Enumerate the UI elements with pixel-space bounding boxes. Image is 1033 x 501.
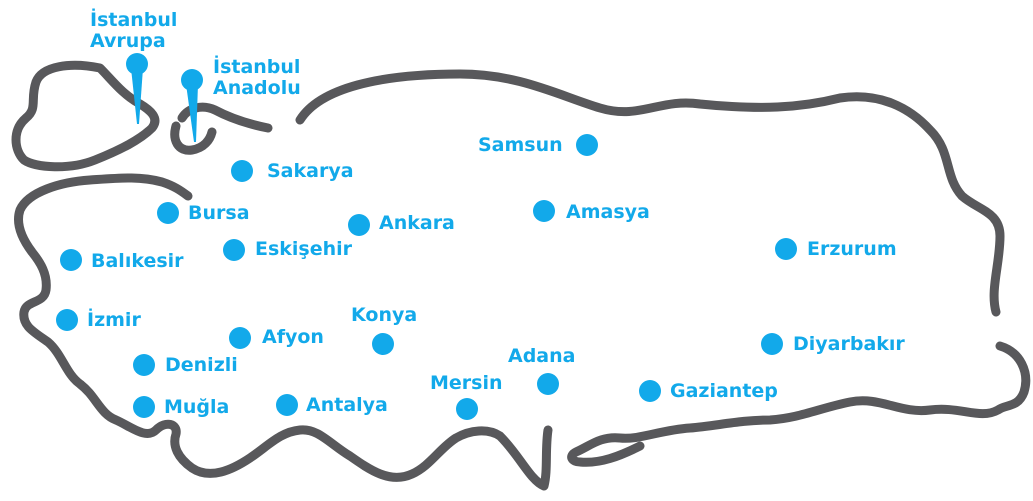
city-dot-antalya[interactable] <box>276 394 298 416</box>
city-label-eskisehir: Eskişehir <box>255 238 353 260</box>
city-label-balikesir: Balıkesir <box>91 250 184 272</box>
pin-label-line1: İstanbul <box>213 56 301 78</box>
city-dot-adana[interactable] <box>537 373 559 395</box>
city-label-erzurum: Erzurum <box>807 238 897 260</box>
city-label-diyarbakir: Diyarbakır <box>793 333 905 355</box>
city-label-ankara: Ankara <box>379 212 455 234</box>
pin-istanbul-avrupa-icon[interactable] <box>126 53 148 124</box>
city-dot-afyon[interactable] <box>229 327 251 349</box>
city-dot-bursa[interactable] <box>157 202 179 224</box>
pin-label-istanbul-anadolu: İstanbul Anadolu <box>213 57 301 99</box>
city-label-bursa: Bursa <box>188 202 250 224</box>
pin-istanbul-anadolu-icon[interactable] <box>181 69 203 142</box>
city-label-konya: Konya <box>351 304 418 326</box>
city-dot-diyarbakir[interactable] <box>761 333 783 355</box>
city-label-gaziantep: Gaziantep <box>670 380 778 402</box>
city-label-denizli: Denizli <box>165 354 238 376</box>
city-dot-mugla[interactable] <box>133 396 155 418</box>
city-dot-samsun[interactable] <box>576 134 598 156</box>
city-dot-balikesir[interactable] <box>60 249 82 271</box>
anatolia-outline <box>14 69 1031 491</box>
pin-label-line1: İstanbul <box>90 9 178 31</box>
pin-label-istanbul-avrupa: İstanbul Avrupa <box>90 10 177 52</box>
city-label-mersin: Mersin <box>430 372 503 394</box>
city-label-samsun: Samsun <box>478 134 563 156</box>
city-dot-denizli[interactable] <box>133 354 155 376</box>
city-dot-amasya[interactable] <box>533 200 555 222</box>
city-dot-ankara[interactable] <box>348 214 370 236</box>
city-dot-gaziantep[interactable] <box>639 380 661 402</box>
city-label-sakarya: Sakarya <box>267 160 354 182</box>
city-dot-konya[interactable] <box>372 333 394 355</box>
city-label-antalya: Antalya <box>306 394 388 416</box>
city-dot-izmir[interactable] <box>56 309 78 331</box>
city-label-amasya: Amasya <box>566 201 650 223</box>
city-dot-eskisehir[interactable] <box>223 239 245 261</box>
city-dot-mersin[interactable] <box>456 398 478 420</box>
city-label-izmir: İzmir <box>87 309 141 331</box>
bosphorus-coast <box>170 121 217 155</box>
city-dot-erzurum[interactable] <box>775 238 797 260</box>
city-label-mugla: Muğla <box>164 396 230 418</box>
thrace-outline <box>11 60 160 172</box>
city-label-adana: Adana <box>508 345 576 367</box>
city-label-afyon: Afyon <box>262 326 324 348</box>
city-dot-sakarya[interactable] <box>231 160 253 182</box>
pin-label-line2: Avrupa <box>90 30 166 52</box>
pin-label-line2: Anadolu <box>213 77 301 99</box>
